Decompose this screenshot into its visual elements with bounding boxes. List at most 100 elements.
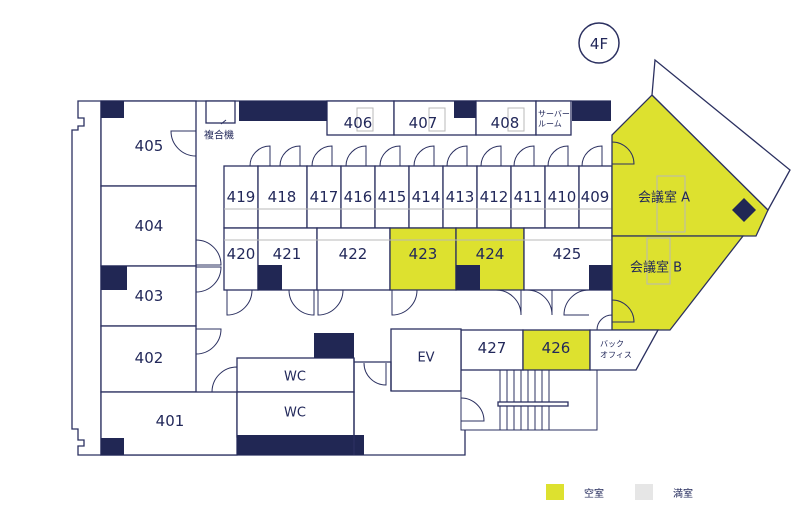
legend-vacant-swatch bbox=[546, 484, 564, 500]
server-room bbox=[535, 100, 572, 136]
copier-area bbox=[205, 100, 236, 124]
pillar bbox=[572, 101, 611, 121]
door-404 bbox=[195, 239, 222, 266]
staircase bbox=[460, 369, 598, 431]
floor-badge: 4F bbox=[578, 22, 620, 64]
floor-badge-circle bbox=[578, 22, 620, 64]
room-414[interactable] bbox=[408, 165, 444, 229]
room-403-label: 403 bbox=[135, 287, 164, 305]
pillar bbox=[456, 265, 480, 290]
back-office bbox=[589, 329, 660, 371]
pillar bbox=[732, 198, 756, 222]
room-406[interactable] bbox=[326, 100, 395, 136]
room-402[interactable] bbox=[100, 325, 197, 393]
legend: 空室 満室 bbox=[546, 484, 746, 500]
door-meeting-b bbox=[611, 299, 635, 323]
legend-occupied-swatch bbox=[635, 484, 653, 500]
room-417-label: 417 bbox=[310, 188, 339, 206]
room-409-label: 409 bbox=[581, 188, 610, 206]
pillar bbox=[237, 435, 364, 455]
pillar bbox=[239, 101, 327, 121]
room-426[interactable] bbox=[522, 329, 591, 371]
legend-occupied-label: 満室 bbox=[673, 489, 693, 500]
meeting-room-b-label: 会議室 B bbox=[630, 260, 682, 276]
room-415-label: 415 bbox=[378, 188, 407, 206]
room-410-label: 410 bbox=[548, 188, 577, 206]
booth-doors-bottom bbox=[226, 289, 590, 316]
outer-terrace bbox=[651, 58, 791, 212]
elevator-label: EV bbox=[417, 351, 434, 366]
door-403 bbox=[195, 266, 222, 293]
room-410[interactable] bbox=[544, 165, 580, 229]
room-417[interactable] bbox=[306, 165, 342, 229]
furniture bbox=[428, 107, 446, 132]
pillar bbox=[454, 101, 476, 118]
legend-vacant-label: 空室 bbox=[584, 489, 604, 500]
room-402-label: 402 bbox=[135, 349, 164, 367]
room-422-label: 422 bbox=[339, 245, 368, 263]
furniture bbox=[507, 107, 525, 132]
room-409[interactable] bbox=[578, 165, 613, 229]
room-404-label: 404 bbox=[135, 217, 164, 235]
room-420-label: 420 bbox=[227, 245, 256, 263]
room-407-label: 407 bbox=[409, 114, 438, 132]
back-office-label-2: オフィス bbox=[600, 351, 632, 360]
room-418-label: 418 bbox=[268, 188, 297, 206]
floor-label: 4F bbox=[590, 35, 608, 53]
pillar bbox=[258, 265, 282, 290]
door-401 bbox=[211, 366, 238, 393]
meeting-room-a-label: 会議室 A bbox=[638, 190, 690, 206]
room-415[interactable] bbox=[374, 165, 410, 229]
meeting-room-b[interactable] bbox=[611, 235, 745, 331]
room-406-label: 406 bbox=[344, 114, 373, 132]
room-423[interactable] bbox=[389, 227, 457, 291]
outer-wall-left bbox=[71, 100, 101, 456]
room-405-label: 405 bbox=[135, 137, 164, 155]
room-416[interactable] bbox=[340, 165, 376, 229]
furniture bbox=[656, 175, 686, 233]
wc-1-label: WC bbox=[284, 370, 306, 385]
server-room-label-1: サーバー bbox=[538, 110, 570, 119]
room-416-label: 416 bbox=[344, 188, 373, 206]
wc-2-label: WC bbox=[284, 406, 306, 421]
door-405 bbox=[170, 130, 197, 157]
room-414-label: 414 bbox=[412, 188, 441, 206]
furniture bbox=[356, 107, 374, 132]
room-408-label: 408 bbox=[491, 114, 520, 132]
copier-label: 複合機 bbox=[204, 129, 234, 142]
room-420[interactable] bbox=[223, 227, 259, 291]
pillar bbox=[101, 101, 124, 118]
door-meeting-a bbox=[611, 141, 635, 165]
room-427-label: 427 bbox=[478, 339, 507, 357]
room-426-label: 426 bbox=[542, 339, 571, 357]
meeting-room-a[interactable] bbox=[611, 94, 769, 237]
booth-row-top bbox=[223, 165, 613, 229]
pillar bbox=[101, 438, 124, 455]
pillar bbox=[589, 265, 612, 290]
door-back-office bbox=[596, 314, 613, 331]
room-413[interactable] bbox=[442, 165, 478, 229]
room-413-label: 413 bbox=[446, 188, 475, 206]
room-423-label: 423 bbox=[409, 245, 438, 263]
room-421-label: 421 bbox=[273, 245, 302, 263]
pillar bbox=[314, 333, 354, 358]
wc-1 bbox=[236, 357, 355, 393]
room-424-label: 424 bbox=[476, 245, 505, 263]
server-room-label-2: ルーム bbox=[538, 120, 562, 129]
elevator bbox=[390, 328, 462, 392]
room-411-label: 411 bbox=[514, 188, 543, 206]
booth-doors-top bbox=[249, 145, 603, 167]
room-401-label: 401 bbox=[156, 412, 185, 430]
room-425-label: 425 bbox=[553, 245, 582, 263]
door-stairs bbox=[460, 397, 485, 422]
pillar bbox=[101, 266, 127, 290]
furniture bbox=[646, 237, 671, 285]
door-402 bbox=[195, 328, 222, 355]
door-wc bbox=[363, 362, 387, 386]
corridor-wall bbox=[353, 358, 392, 455]
room-419-label: 419 bbox=[227, 188, 256, 206]
room-412-label: 412 bbox=[480, 188, 509, 206]
room-418[interactable] bbox=[257, 165, 308, 229]
room-412[interactable] bbox=[476, 165, 512, 229]
